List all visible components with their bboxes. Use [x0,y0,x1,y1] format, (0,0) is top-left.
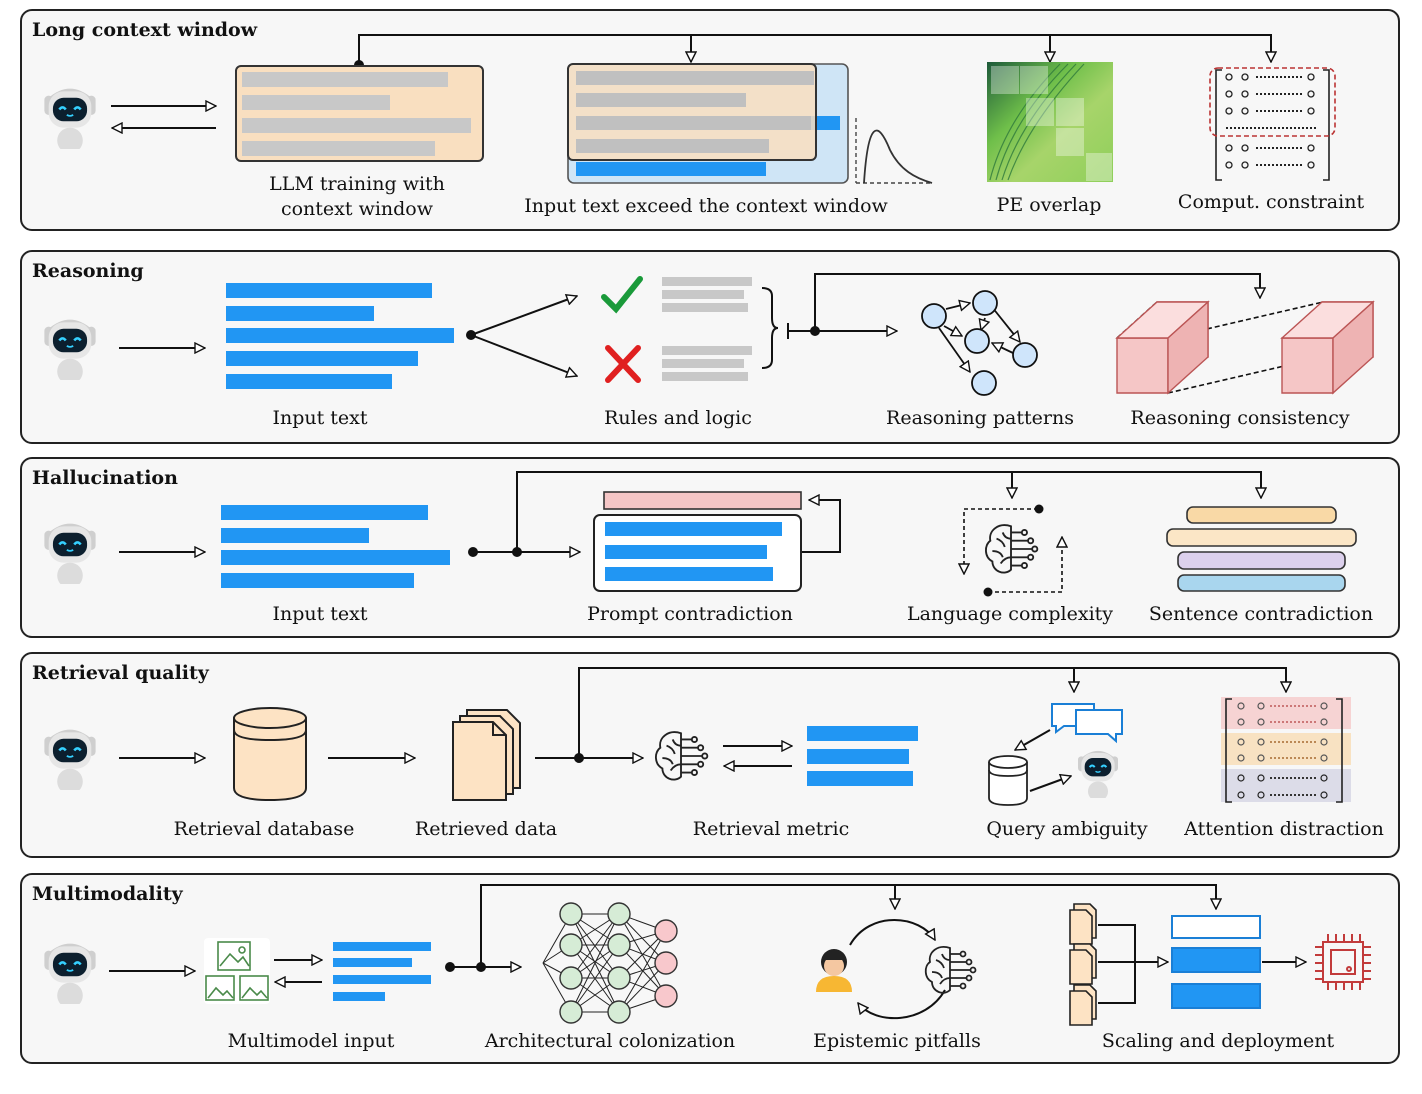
panel-retrieval: Retrieval quality [20,652,1400,858]
document-icon [1069,903,1097,1026]
neural-network-icon [542,902,678,1024]
panel-title: Retrieval quality [32,662,209,684]
caption: Comput. constraint [1177,191,1365,213]
caption: Query ambiguity [986,818,1148,840]
reasoning-graph-icon [921,290,1038,396]
robot-icon [42,88,98,149]
server-stack-icon [1171,915,1261,1009]
chip-icon [1315,934,1371,990]
caption: Input text [272,407,368,429]
image-icon [205,941,269,1001]
caption: Attention distraction [1184,818,1384,840]
caption: Language complexity [906,603,1114,625]
database-icon [233,707,307,802]
cube-icon [1115,300,1210,395]
caption: Multimodel input [227,1030,395,1052]
cross-icon [605,345,641,383]
robot-icon [42,319,98,380]
document-icon [452,709,521,801]
matrix-icon [1215,69,1330,181]
caption: Epistemic pitfalls [813,1030,981,1052]
panel-title: Hallucination [32,467,178,489]
caption: LLM training with context window [269,173,445,220]
panel-title: Reasoning [32,260,144,282]
panel-title: Long context window [32,19,258,41]
caption: Retrieval database [173,818,355,840]
caption: Prompt contradiction [587,603,793,625]
caption: Reasoning consistency [1130,407,1350,429]
sentence-stack [1166,506,1357,592]
caption: Scaling and deployment [1101,1030,1335,1052]
robot-icon [1076,750,1120,798]
caption: Reasoning patterns [886,407,1074,429]
caption: Retrieved data [414,818,558,840]
check-icon [601,276,643,314]
context-window-box [235,65,484,162]
exceed-box [567,63,817,161]
caption: Sentence contradiction [1148,603,1374,625]
robot-icon [42,729,98,790]
person-icon [816,949,852,992]
robot-icon [42,523,98,584]
cube-icon [1280,300,1375,395]
brain-icon [654,731,709,781]
caption: Retrieval metric [692,818,850,840]
database-icon [988,755,1028,806]
caption: Input text [272,603,368,625]
brain-icon [984,524,1039,574]
panel-title: Multimodality [32,883,183,905]
chat-bubble-icon [1051,703,1123,744]
caption: Input text exceed the context window [524,195,888,217]
brain-icon [924,946,977,994]
caption: Architectural colonization [484,1030,736,1052]
caption: PE overlap [996,194,1102,216]
caption: Rules and logic [604,407,752,429]
robot-icon [42,943,98,1004]
